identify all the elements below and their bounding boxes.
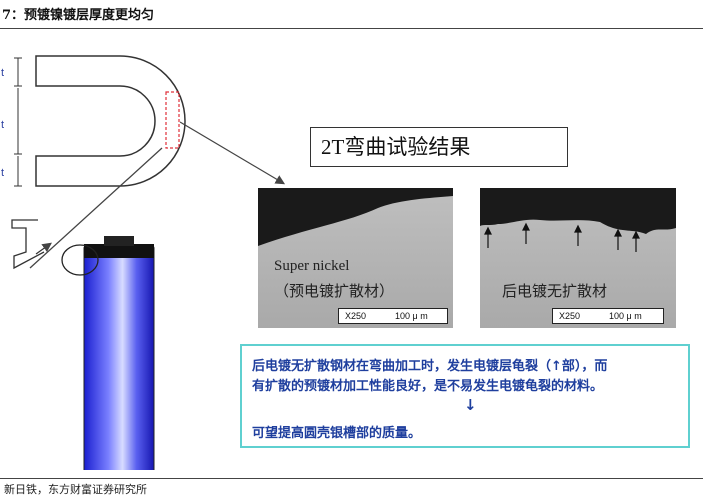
left-sample-desc: （预电镀扩散材） (274, 280, 394, 301)
crimp-profile (12, 220, 44, 268)
note-line-2: 有扩散的预镀材加工性能良好，是不易发生电镀龟裂的材料。 (252, 375, 603, 394)
battery-can (84, 236, 154, 470)
note-line-3: 可望提高圆壳银槽部的质量。 (252, 422, 421, 441)
micrograph-post-plated: 后电镀无扩散材 X250 100 μ m (480, 188, 676, 328)
figure-title: 7：预镀镍镀层厚度更均匀 (2, 4, 154, 23)
thickness-dimension-markers (14, 58, 22, 186)
left-scale-bar: X250 100 μ m (338, 308, 448, 324)
left-sample-name: Super nickel (274, 258, 349, 275)
conclusion-note-box: 后电镀无扩散钢材在弯曲加工时，发生电镀层龟裂（↑部），而 有扩散的预镀材加工性能… (240, 344, 690, 448)
zoom-arrow (180, 122, 283, 183)
note-down-arrow: ↓ (464, 396, 477, 414)
side-label-top: t (1, 67, 4, 79)
figure-source: 新日铁，东方财富证券研究所 (4, 481, 147, 497)
note-line-1: 后电镀无扩散钢材在弯曲加工时，发生电镀层龟裂（↑部），而 (252, 355, 607, 374)
side-label-middle: t (1, 119, 4, 131)
micrograph-pre-plated: Super nickel （预电镀扩散材） X250 100 μ m (258, 188, 453, 328)
right-scale-bar: X250 100 μ m (552, 308, 664, 324)
right-sample-name: 后电镀无扩散材 (502, 280, 607, 301)
title-divider (0, 28, 703, 29)
side-label-bottom: t (1, 167, 4, 179)
u-bend-specimen (36, 56, 185, 186)
footer-divider (0, 478, 703, 479)
result-title-box: 2T弯曲试验结果 (310, 127, 568, 167)
